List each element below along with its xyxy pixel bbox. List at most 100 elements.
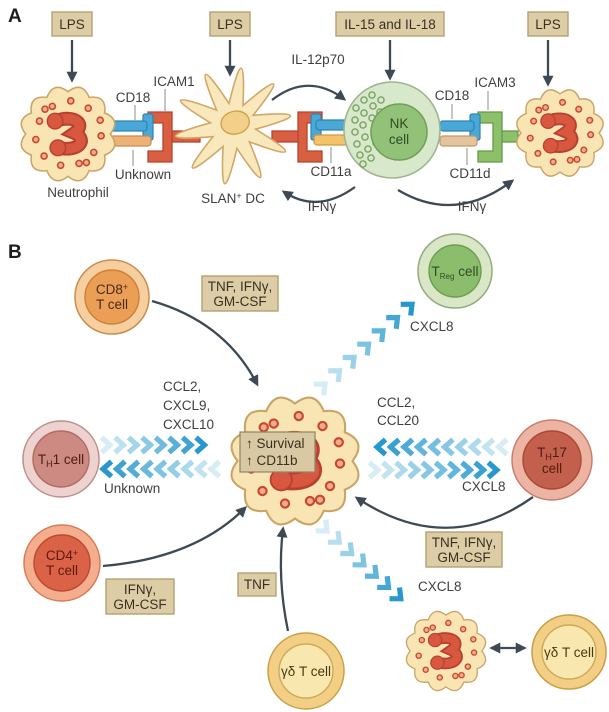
ifng-left-arrow [281, 186, 356, 203]
chevrons-unknown-to-th1 [99, 459, 222, 479]
gd-t-cell-right: γδ T cell [531, 614, 607, 690]
cd8-t-cell: CD8+ T cell [74, 259, 150, 335]
treg-inner [428, 244, 482, 298]
cd11a-bar [313, 134, 349, 146]
lps-box-right [527, 11, 569, 37]
th1-label: TH1 cell [38, 452, 84, 469]
ccl2b-label: CCL2, [377, 395, 415, 410]
cd18r-bar [439, 120, 475, 132]
cd11d-bar [439, 135, 478, 147]
lps-box-left-label: LPS [59, 17, 85, 32]
il15-il18-label: IL-15 and IL-18 [344, 17, 436, 32]
gd-right-label: γδ T cell [544, 645, 594, 660]
lps-box-mid-label: LPS [217, 17, 243, 32]
cd4-box-line1: IFNγ, [124, 582, 156, 597]
treg-cell: TReg cell [417, 233, 493, 309]
chevrons-ccl2-ccl20-to-neutrophil [373, 437, 509, 457]
cxcl8-gd-label: CXCL8 [418, 579, 462, 594]
panel-b: B CD8+ T cell TNF, IFNγ, GM-CSF TReg cel… [8, 233, 607, 710]
th1-inner [32, 430, 90, 488]
il15-il18-box [335, 11, 445, 37]
cd4-arrow [102, 506, 247, 568]
slan-pre: SLAN [201, 191, 236, 206]
neutrophil-label: Neutrophil [47, 185, 109, 200]
cxcl10-label: CXCL10 [163, 417, 214, 432]
cd8-box-line1: TNF, IFNγ, [208, 279, 273, 294]
gd-arrow [276, 526, 290, 632]
nk-cd18-bar [315, 119, 349, 131]
chevrons-cxcl8-to-th17 [367, 460, 501, 480]
tnf-label: TNF [244, 577, 270, 592]
gd-right-inner [541, 624, 597, 680]
ifng-right-arrow [397, 179, 515, 207]
nk-cell: NK cell [343, 81, 441, 179]
cd4-t-cell: CD4+ T cell [23, 524, 101, 602]
lps-box-right-label: LPS [535, 17, 561, 32]
receptor-junction-nk-neutrophil [439, 111, 519, 163]
cd18-bar [109, 120, 148, 132]
chevrons-ccl2-to-neutrophil [99, 435, 209, 455]
th17-label-1: TH17 [537, 445, 567, 462]
neutrophil-cell-small [406, 611, 485, 690]
icam3-receptor [477, 111, 503, 163]
cxcl9-label: CXCL9, [163, 398, 210, 413]
ccl20-label: CCL20 [377, 413, 419, 428]
cd11d-label: CD11d [449, 166, 490, 181]
survival-line2: ↑ CD11b [246, 453, 298, 468]
il12p70-arrow [271, 84, 347, 101]
tnf-box [237, 572, 277, 597]
cd8-inner [84, 269, 140, 325]
survival-line1: ↑ Survival [246, 436, 305, 451]
cd4-cytokine-box [105, 578, 175, 615]
cd8-box-line2: GM-CSF [213, 294, 266, 309]
gd-bottom-label: γδ T cell [281, 664, 331, 679]
nk-label-2: cell [389, 132, 409, 147]
gd-bottom-inner [278, 643, 334, 699]
th1-cell: TH1 cell [22, 420, 100, 498]
ifng-left-label: IFNγ [308, 199, 337, 214]
panel-a-label: A [8, 6, 22, 27]
il12p70-label: IL-12p70 [291, 52, 344, 67]
cxcl8-treg-label: CXCL8 [410, 319, 454, 334]
receptor-junction-dc-nk [271, 111, 349, 163]
cd4-label-2: T cell [46, 563, 78, 578]
cd8-arrow [151, 299, 259, 387]
unknown-receptor-bar [109, 135, 152, 147]
slan-sup: + [236, 191, 241, 201]
lps-box-mid [209, 11, 251, 37]
cd4-inner [33, 534, 91, 592]
cd11a-label: CD11a [310, 164, 352, 179]
cd18-left-label: CD18 [116, 90, 151, 105]
ccl2-label: CCL2, [163, 379, 201, 394]
panel-b-label: B [8, 242, 22, 263]
cd8-label-1: CD8+ [96, 282, 128, 297]
th17-box-line1: TNF, IFNγ, [432, 535, 497, 550]
cd4-label-1: CD4+ [46, 548, 78, 563]
th17-arrow [354, 496, 534, 529]
slan-post: DC [242, 191, 266, 206]
th17-label-2: cell [542, 461, 562, 476]
nk-label-1: NK [390, 116, 409, 131]
unknown-label-b: Unknown [104, 481, 160, 496]
survival-box [239, 431, 316, 473]
icam3-label: ICAM3 [474, 75, 515, 90]
panel-a: A LPS LPS IL-15 and IL-18 LPS CD18 ICAM1… [8, 6, 603, 214]
gd-t-cell-bottom: γδ T cell [267, 632, 345, 710]
cxcl8-th17-label: CXCL8 [462, 479, 506, 494]
lps-box-left [51, 11, 93, 37]
th17-cell: TH17 cell [511, 419, 593, 501]
nk-inner [370, 103, 428, 161]
cd4-box-line2: GM-CSF [113, 597, 166, 612]
neutrophil-cell-right [517, 90, 603, 176]
neutrophil-cell-left [21, 87, 114, 180]
cd18-right-label: CD18 [435, 88, 470, 103]
unknown-label-a: Unknown [115, 167, 171, 182]
slan-dc-cell [174, 67, 292, 185]
cd8-label-2: T cell [96, 297, 128, 312]
icam1-label: ICAM1 [153, 74, 194, 89]
th17-inner [522, 430, 582, 490]
chevrons-cxcl8-to-gd [315, 519, 404, 602]
treg-label: TReg cell [432, 264, 479, 281]
